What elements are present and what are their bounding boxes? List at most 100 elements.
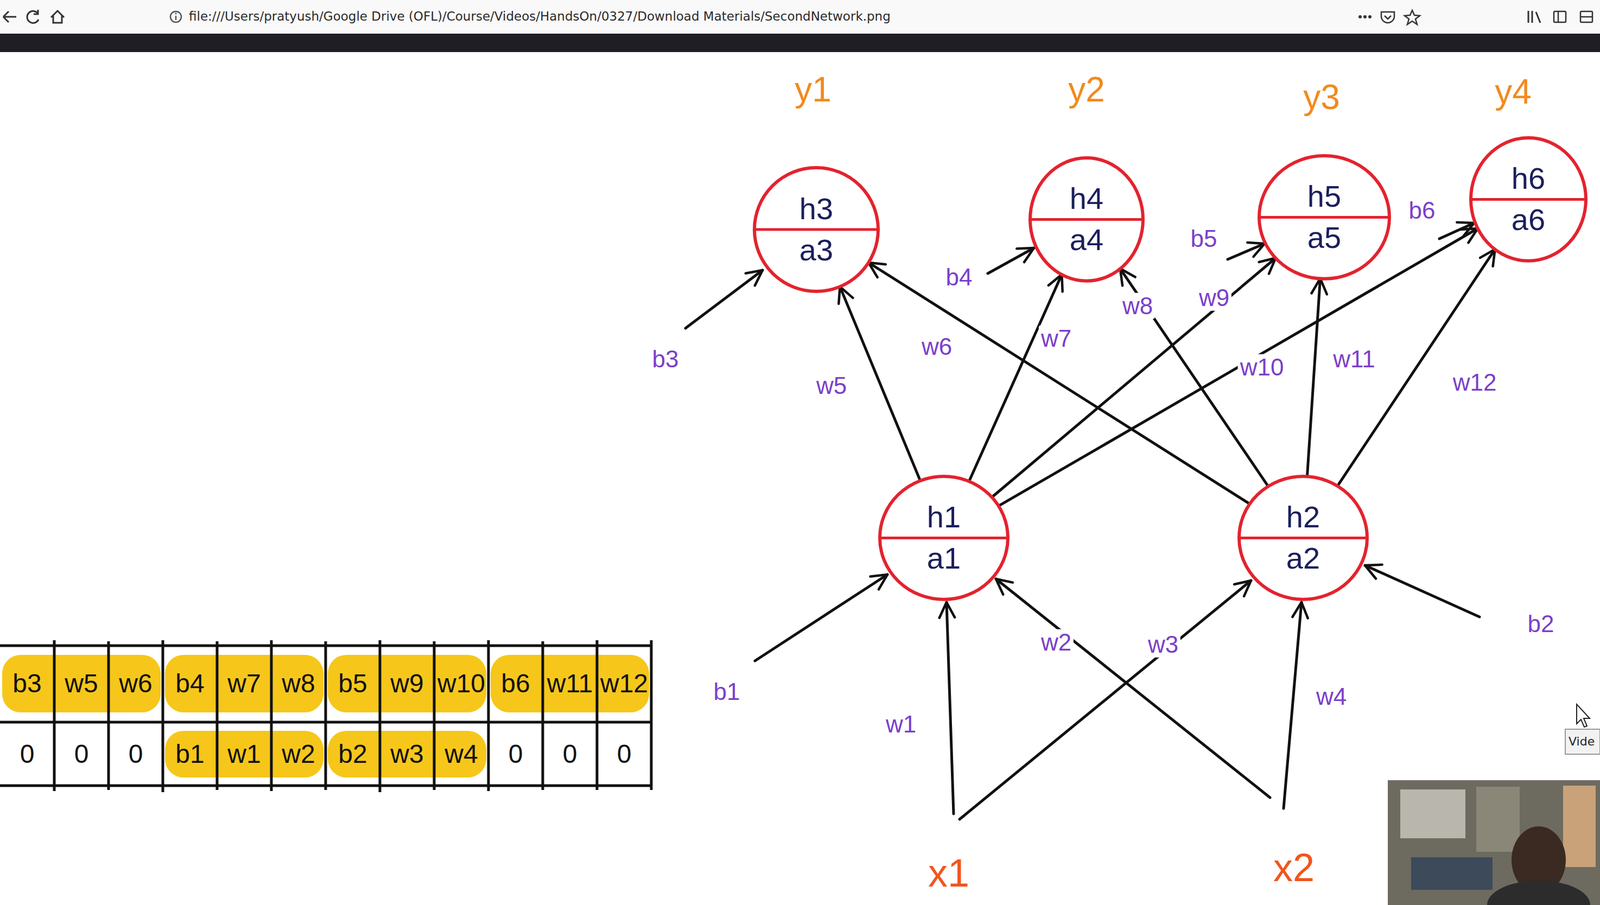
table-cell: w1 (227, 740, 261, 770)
webcam-window (1400, 789, 1466, 839)
parameter-label: w7 (1038, 325, 1074, 352)
sidebar-icon (1557, 11, 1560, 23)
webcam-monitor (1411, 857, 1493, 891)
label-holder: w12 (1450, 369, 1500, 396)
neuron-part: a6 (1468, 198, 1589, 263)
label-holder: b5 (1188, 225, 1220, 252)
neuron-part: h6 (1468, 135, 1589, 199)
output-label: y2 (1068, 70, 1106, 109)
label-holder: x1 (928, 852, 970, 895)
table-cell: w3 (390, 740, 424, 770)
label-holder: w9 (390, 669, 424, 699)
table-cell: w6 (118, 669, 152, 699)
library-icon (1528, 10, 1541, 23)
neuron-text: a3 (799, 233, 834, 268)
bias-arrow (987, 248, 1034, 274)
neuron-text: h5 (1307, 179, 1342, 214)
parameter-label: w11 (1330, 346, 1377, 373)
label-holder: w4 (1313, 683, 1349, 710)
table-cell: w2 (281, 740, 315, 770)
input-arrows (946, 579, 1302, 820)
table-cell: 0 (508, 740, 524, 770)
info-icon (175, 15, 177, 21)
neuron-divider (1470, 198, 1586, 201)
neuron-text: h3 (799, 192, 834, 226)
parameter-label: b2 (1525, 611, 1557, 638)
neuron-outline (754, 167, 879, 292)
label-holder: w11 (547, 669, 594, 699)
sidebar-icon (1553, 11, 1566, 23)
label-holder: w1 (883, 711, 919, 738)
neuron-text: a5 (1307, 220, 1342, 255)
label-holder: b3 (650, 346, 682, 373)
neuron-text: a6 (1511, 202, 1546, 237)
neuron-outline (1470, 137, 1586, 262)
neuron-outline (1027, 155, 1146, 284)
input-label: x2 (1273, 846, 1315, 890)
parameter-label: b4 (943, 264, 975, 291)
table-cell: 0 (74, 740, 90, 770)
table-cell: b3 (12, 669, 42, 699)
table-cell: 0 (20, 740, 35, 770)
table-cell: w9 (390, 669, 424, 699)
edge-layer (840, 228, 1496, 506)
table-cell: w11 (547, 669, 594, 699)
label-holder: w3 (390, 740, 424, 770)
parameter-table (0, 640, 652, 793)
label-holder: w7 (1038, 325, 1074, 352)
neuron-divider (1030, 218, 1144, 221)
neuron-outline (1236, 474, 1370, 602)
label-holder: w5 (64, 669, 98, 699)
neuron-part: a1 (877, 537, 1011, 602)
label-holder: y1 (794, 70, 832, 109)
bias-arrow (1439, 223, 1475, 239)
label-holder: b1 (711, 678, 743, 706)
parameter-label: w3 (1145, 631, 1181, 658)
neuron-divider (1259, 216, 1390, 219)
neuron-outline (879, 476, 1008, 600)
parameter-label: w10 (1237, 354, 1287, 381)
parameter-label: b5 (1188, 225, 1220, 252)
parameter-label: w12 (1450, 369, 1500, 396)
neuron-text: h4 (1069, 181, 1104, 216)
table-cell: w8 (281, 669, 315, 699)
table-cell: b4 (175, 669, 205, 699)
neuron-circle: h5a5 (1256, 153, 1392, 282)
toolbar-ground (0, 0, 1600, 34)
menu-dots (1358, 15, 1362, 19)
highlight (490, 655, 650, 713)
table-cell: 0 (562, 740, 578, 770)
neuron-circle: h2a2 (1236, 474, 1370, 602)
label-holder: w9 (1196, 284, 1232, 311)
highlight (164, 655, 324, 713)
output-label: y1 (794, 70, 832, 109)
neuron-part: a5 (1256, 216, 1392, 281)
neuron-circle: h1a1 (877, 474, 1011, 602)
parameter-label: b6 (1406, 197, 1438, 224)
neuron-text: a2 (1286, 541, 1320, 576)
neuron-divider (1239, 536, 1368, 540)
tooltip (1565, 729, 1600, 755)
label-holder: 0 (617, 740, 632, 770)
label-holder: b6 (500, 669, 530, 699)
label-holder: y3 (1303, 78, 1341, 117)
label-holder: w2 (1038, 629, 1074, 656)
label-holder: w5 (814, 372, 849, 399)
label-holder: w12 (600, 669, 649, 699)
parameter-label: w4 (1313, 683, 1349, 710)
label-holder: b2 (338, 740, 367, 770)
info-icon (170, 11, 182, 23)
parameter-label: w5 (814, 372, 849, 399)
browser-toolbar (0, 0, 1600, 53)
tooltip-text: Vide (1568, 735, 1595, 749)
label-holder: 0 (128, 740, 144, 770)
webcam-thumbnail (1387, 780, 1600, 905)
parameter-label: w9 (1196, 284, 1232, 311)
parameter-label: b3 (650, 346, 682, 373)
label-holder: b4 (175, 669, 205, 699)
output-label: y4 (1494, 72, 1532, 111)
weight-connection (868, 262, 1250, 505)
label-holder: file:///Users/pratyush/Google Drive (OFL… (188, 9, 891, 24)
neuron-outline (1239, 476, 1368, 600)
